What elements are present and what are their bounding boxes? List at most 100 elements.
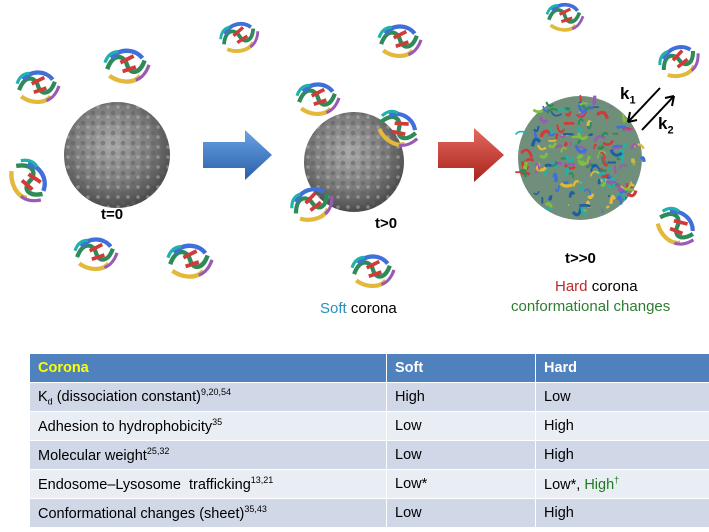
k2-letter: k xyxy=(658,114,668,133)
protein-strand xyxy=(576,132,589,141)
protein-strand xyxy=(577,118,584,126)
table-row: Endosome–Lysosome trafficking13,21 Low* … xyxy=(30,469,709,499)
protein-icon xyxy=(168,246,212,277)
protein-strand xyxy=(631,158,636,165)
protein-strand xyxy=(575,110,588,118)
row-label: Kd (dissociation constant)9,20,54 xyxy=(30,382,387,412)
conformational-changes-caption: conformational changes xyxy=(511,298,671,315)
k1-subscript: 1 xyxy=(629,94,636,107)
hard-corona-particle xyxy=(514,94,646,220)
protein-strand xyxy=(601,173,609,178)
protein-strand xyxy=(616,157,621,162)
protein-icon xyxy=(654,39,706,84)
table-row: Kd (dissociation constant)9,20,54 High L… xyxy=(30,382,709,412)
protein-icon xyxy=(651,203,702,253)
protein-strand xyxy=(602,158,610,167)
row-label-text: Molecular weight xyxy=(38,447,147,464)
protein-strand xyxy=(582,209,588,212)
protein-strand xyxy=(534,162,541,171)
protein-strand xyxy=(577,139,582,145)
stage-label-t-gg-0: t>>0 xyxy=(565,250,596,267)
protein-strand xyxy=(621,114,627,123)
protein-strand xyxy=(539,152,549,159)
soft-corona-word: corona xyxy=(350,300,397,317)
protein-strand xyxy=(639,156,646,163)
arrow-icon xyxy=(627,111,638,123)
row-label-text: Adhesion to hydrophobicity xyxy=(38,418,213,435)
protein-strand xyxy=(592,95,597,105)
protein-strand xyxy=(630,183,635,187)
protein-strand xyxy=(557,108,568,113)
protein-strand xyxy=(547,142,558,149)
row-label: Conformational changes (sheet)35,43 xyxy=(30,498,387,527)
protein-strand xyxy=(520,148,533,159)
protein-strand xyxy=(580,206,587,215)
table-row: Molecular weight25,32 Low High xyxy=(30,440,709,470)
protein-strand xyxy=(612,145,622,150)
protein-strand xyxy=(539,129,552,138)
arrow-icon xyxy=(203,130,272,180)
hard-value-text: Low*, xyxy=(544,476,585,493)
protein-strand xyxy=(605,180,617,184)
protein-strand xyxy=(593,135,607,143)
protein-strand xyxy=(576,127,584,133)
protein-strand xyxy=(544,202,553,208)
hard-corona-word: corona xyxy=(591,278,638,295)
header-corona: Corona xyxy=(30,354,387,383)
protein-strand xyxy=(514,130,527,136)
protein-strand xyxy=(530,137,542,147)
protein-strand xyxy=(532,108,544,114)
protein-strand xyxy=(593,143,598,149)
protein-strand xyxy=(618,164,629,170)
protein-strand xyxy=(616,195,623,205)
protein-strand xyxy=(578,180,581,184)
nanoparticle-icon xyxy=(64,102,170,208)
protein-icon xyxy=(75,239,117,268)
header-hard: Hard xyxy=(535,354,709,383)
protein-strand xyxy=(550,110,562,117)
protein-strand xyxy=(596,150,607,159)
protein-strand xyxy=(533,190,540,196)
protein-strand xyxy=(609,194,616,205)
soft-word: Soft xyxy=(320,300,347,317)
protein-strand xyxy=(548,125,556,135)
row-label: Endosome–Lysosome trafficking13,21 xyxy=(30,469,387,499)
row-label-subscript: d xyxy=(47,396,53,407)
row-label-text: Endosome–Lysosome trafficking xyxy=(38,476,251,493)
rate-constant-k1: k1 xyxy=(620,84,636,106)
protein-strand xyxy=(547,195,553,201)
hard-word: Hard xyxy=(555,278,588,295)
row-reference: 9,20,54 xyxy=(200,387,232,398)
soft-value: Low* xyxy=(386,469,536,499)
protein-strand xyxy=(576,154,584,160)
table-row: Adhesion to hydrophobicity35 Low High xyxy=(30,411,709,441)
protein-strand xyxy=(581,104,591,110)
table-header-row: Corona Soft Hard xyxy=(30,354,709,383)
protein-strand xyxy=(587,193,595,200)
table-row: Conformational changes (sheet)35,43 Low … xyxy=(30,498,709,527)
protein-strand xyxy=(555,133,559,140)
row-reference: 25,32 xyxy=(146,446,170,457)
protein-strand xyxy=(614,165,617,174)
protein-strand xyxy=(601,131,609,138)
protein-strand xyxy=(568,190,576,198)
stage-label-t-gt-0: t>0 xyxy=(375,215,398,232)
hard-value-extra: High xyxy=(584,476,615,493)
row-reference: 13,21 xyxy=(250,475,274,486)
header-soft: Soft xyxy=(386,354,536,383)
protein-strand xyxy=(579,186,584,192)
protein-icon xyxy=(352,256,394,285)
row-label-text: K xyxy=(38,388,48,405)
protein-strand xyxy=(577,159,588,166)
hard-value: High xyxy=(535,411,709,441)
protein-icon xyxy=(379,26,421,55)
protein-strand xyxy=(544,206,553,210)
protein-strand xyxy=(579,203,592,208)
rate-constant-k2: k2 xyxy=(658,114,674,136)
row-label: Molecular weight25,32 xyxy=(30,440,387,470)
hard-value-dagger: † xyxy=(614,475,620,486)
protein-strand xyxy=(602,139,614,146)
protein-strand xyxy=(564,110,572,117)
protein-strand xyxy=(583,188,592,196)
protein-strand xyxy=(590,163,599,172)
